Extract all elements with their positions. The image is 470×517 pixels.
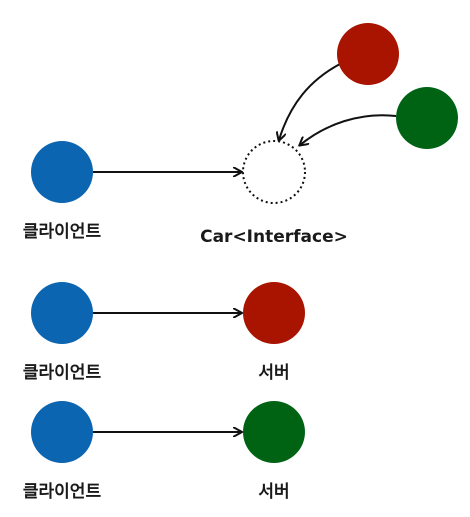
server-node-green: [243, 401, 305, 463]
client-node-top: [31, 141, 93, 203]
server-node-red: [243, 282, 305, 344]
implementation-red-node: [337, 23, 399, 85]
client-server-green-group: 클라이언트 서버: [23, 401, 305, 502]
server-label-bottom: 서버: [258, 482, 289, 502]
server-label-middle: 서버: [258, 363, 289, 383]
client-label-bottom: 클라이언트: [23, 482, 102, 502]
interface-label: Car<Interface>: [200, 227, 348, 247]
interface-group: 클라이언트 Car<Interface>: [23, 23, 458, 247]
client-node-middle: [31, 282, 93, 344]
interface-node: [242, 140, 306, 204]
edge-red-impl-to-interface: [279, 63, 341, 140]
client-server-red-group: 클라이언트 서버: [23, 282, 305, 383]
client-label-middle: 클라이언트: [23, 363, 102, 383]
client-label-top: 클라이언트: [23, 222, 102, 242]
edge-green-impl-to-interface: [300, 114, 397, 145]
client-node-bottom: [31, 401, 93, 463]
implementation-green-node: [396, 87, 458, 149]
